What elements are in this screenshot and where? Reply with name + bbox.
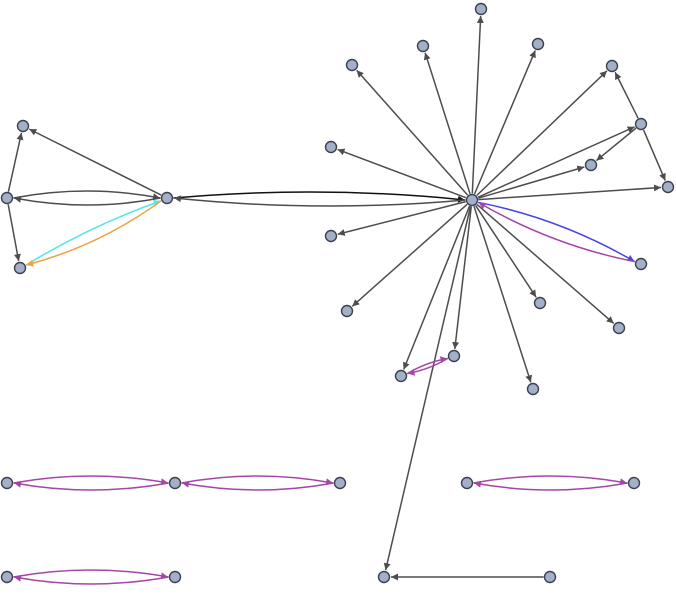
edge-n8-to-n22 (402, 205, 471, 370)
edges-layer (7, 15, 666, 585)
graph-node-n19[interactable] (612, 321, 626, 335)
graph-node-n17[interactable] (340, 304, 354, 318)
edge-n4-to-n3 (26, 200, 162, 267)
edge-n2-to-n4 (13, 190, 161, 201)
edge-n4-to-n8 (173, 191, 466, 203)
edge-n8-to-n21 (452, 206, 473, 350)
edge-n27-to-n28 (181, 475, 334, 486)
graph-node-n21[interactable] (447, 349, 461, 363)
graph-node-n28[interactable] (333, 476, 347, 490)
edge-n22-to-n21 (406, 356, 448, 375)
edge-n3-to-n4 (25, 200, 161, 266)
edge-n8-to-n15 (478, 165, 585, 199)
edge-n25-to-n8 (478, 201, 636, 263)
edge-n4-to-n2 (13, 195, 161, 206)
graph-node-n25[interactable] (634, 257, 648, 271)
edge-n8-to-n14 (477, 126, 635, 199)
edge-n2-to-n1 (7, 132, 24, 192)
edge-n8-to-n25 (477, 201, 635, 263)
edge-n8-to-n10 (423, 52, 471, 195)
edge-n32-to-n31 (13, 574, 169, 585)
edge-n8-to-n19 (476, 203, 615, 324)
edge-n4-to-n1 (28, 128, 162, 196)
graph-node-n31[interactable] (0, 570, 14, 584)
graph-node-n15[interactable] (584, 158, 598, 172)
edge-n14-to-n13 (614, 71, 639, 119)
graph-node-n14[interactable] (634, 117, 648, 131)
nodes-layer (0, 2, 675, 584)
graph-node-n33[interactable] (543, 570, 557, 584)
edge-n8-to-n18 (474, 205, 537, 298)
edge-n26-to-n27 (13, 475, 169, 486)
graph-node-n22[interactable] (394, 369, 408, 383)
edge-n8-to-n4 (173, 195, 466, 207)
graph-node-n29[interactable] (460, 476, 474, 490)
edge-n14-to-n16 (642, 129, 666, 181)
edge-n27-to-n26 (13, 480, 169, 491)
edge-n29-to-n30 (473, 475, 628, 486)
edge-n8-to-n11 (471, 15, 484, 194)
edge-n8-to-n17 (351, 203, 468, 307)
edge-n8-to-n13 (476, 70, 608, 197)
graph-node-n23[interactable] (377, 570, 391, 584)
graph-node-n4[interactable] (160, 191, 174, 205)
graph-node-n8[interactable] (465, 193, 479, 207)
edge-n21-to-n22 (407, 357, 449, 376)
edge-n8-to-n23 (383, 206, 472, 571)
edge-n8-to-n9 (356, 69, 469, 196)
graph-node-n13[interactable] (605, 59, 619, 73)
edge-n8-to-n12 (473, 50, 536, 195)
graph-node-n18[interactable] (533, 296, 547, 310)
edge-n2-to-n3 (7, 204, 21, 262)
graph-node-n16[interactable] (661, 180, 675, 194)
edge-n31-to-n32 (13, 569, 169, 580)
graph-node-n20[interactable] (526, 382, 540, 396)
graph-node-n1[interactable] (16, 119, 30, 133)
graph-node-n2[interactable] (0, 191, 14, 205)
edge-n8-to-n16 (478, 184, 662, 201)
graph-node-n6[interactable] (324, 140, 338, 154)
graph-node-n27[interactable] (168, 476, 182, 490)
graph-node-n30[interactable] (627, 476, 641, 490)
graph-node-n26[interactable] (0, 476, 14, 490)
graph-node-n12[interactable] (531, 37, 545, 51)
edge-n8-to-n7 (337, 200, 466, 236)
edge-n14-to-n15 (595, 127, 637, 162)
edge-n28-to-n27 (181, 480, 334, 491)
edge-n30-to-n29 (473, 480, 628, 491)
edge-n8-to-n20 (473, 205, 533, 383)
graph-node-n11[interactable] (474, 2, 488, 16)
edge-n8-to-n6 (337, 148, 467, 199)
graph-node-n9[interactable] (345, 58, 359, 72)
graph-node-n32[interactable] (168, 570, 182, 584)
graph-node-n3[interactable] (13, 261, 27, 275)
graph-node-n10[interactable] (416, 39, 430, 53)
graph-node-n7[interactable] (324, 229, 338, 243)
